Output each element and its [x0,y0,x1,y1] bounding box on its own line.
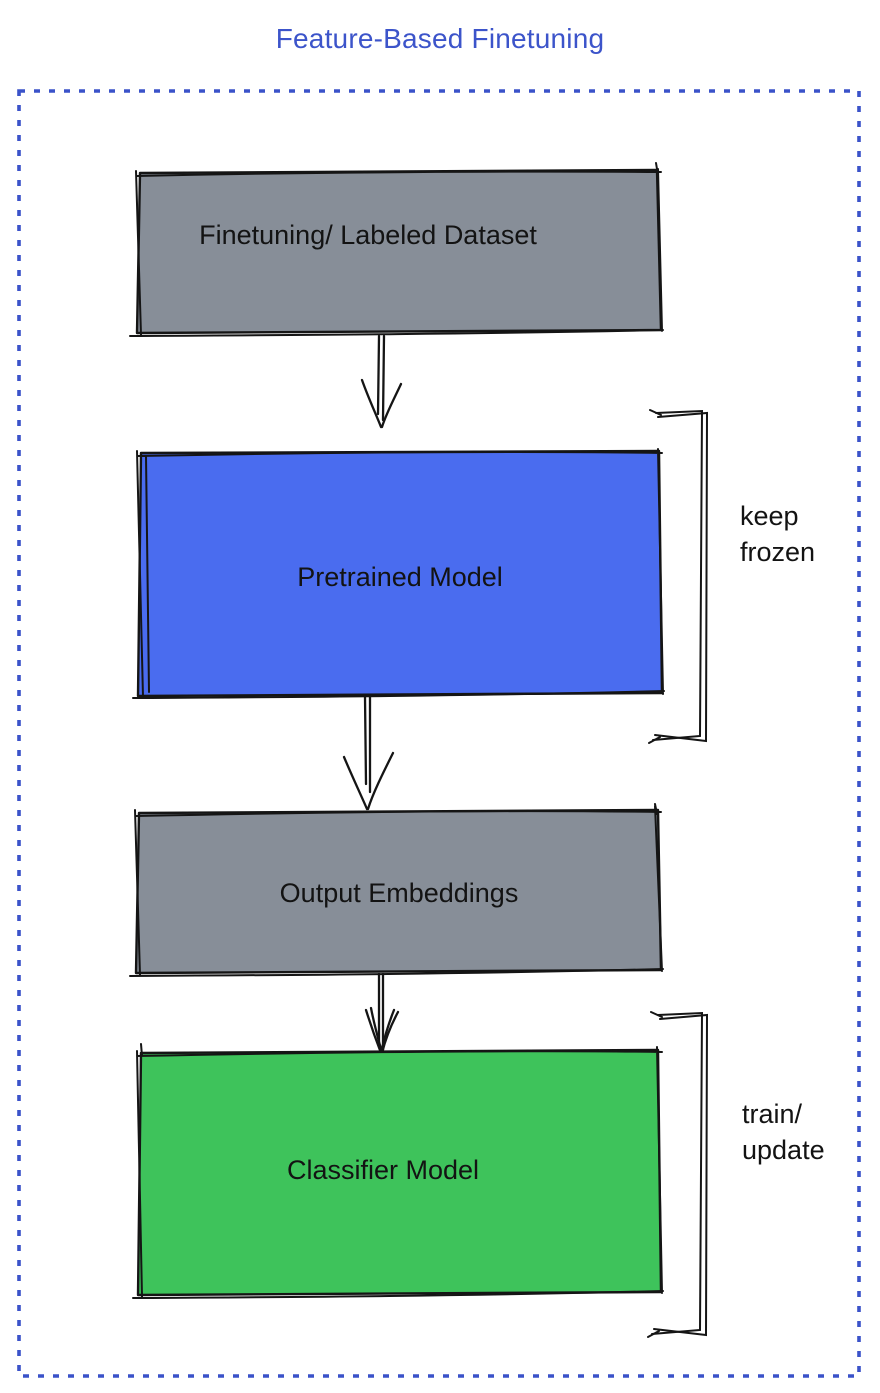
arrow-head-right-2 [379,1008,396,1055]
dataset-box [129,162,664,337]
dotted-frame-border [17,89,861,1378]
pretrained-box-label: Pretrained Model [297,562,503,592]
arrow-dataset-to-pretrained [360,334,403,429]
keep-frozen-bracket [648,409,709,744]
bracket-tails [647,1011,663,1338]
keep-frozen-note: keep frozen [740,501,816,567]
arrow-embeddings-to-classifier [364,972,400,1055]
train-update-note: train/ update [742,1099,825,1165]
embeddings-box [129,803,664,977]
dataset-box-sketch-stroke [129,162,664,337]
arrow-shaft-left [376,334,381,416]
arrow-pretrained-to-embeddings [342,695,395,811]
arrow-shaft-right [381,334,386,422]
embeddings-box-sketch-stroke [129,803,664,977]
arrow-shaft-left [363,695,368,786]
pretrained-box [132,448,665,699]
classifier-box-label: Classifier Model [286,1155,480,1185]
train-update-bracket [647,1011,709,1338]
arrow-head-left [364,1008,383,1055]
arrow-head-right [366,751,395,811]
bracket-line-inner [654,411,709,743]
arrow-head-left [360,378,383,429]
bracket-tails [648,409,662,744]
arrow-head-left [342,755,369,811]
embeddings-box-label: Output Embeddings [279,878,519,908]
dataset-box-label: Finetuning/ Labeled Dataset [199,220,537,250]
classifier-box-sketch-stroke [132,1043,664,1299]
bracket-line-inner [653,1013,709,1337]
classifier-box [132,1043,664,1299]
pretrained-box-sketch-stroke [132,448,665,699]
diagram-title: Feature-Based Finetuning [275,23,605,54]
arrow-head-right [380,382,403,429]
